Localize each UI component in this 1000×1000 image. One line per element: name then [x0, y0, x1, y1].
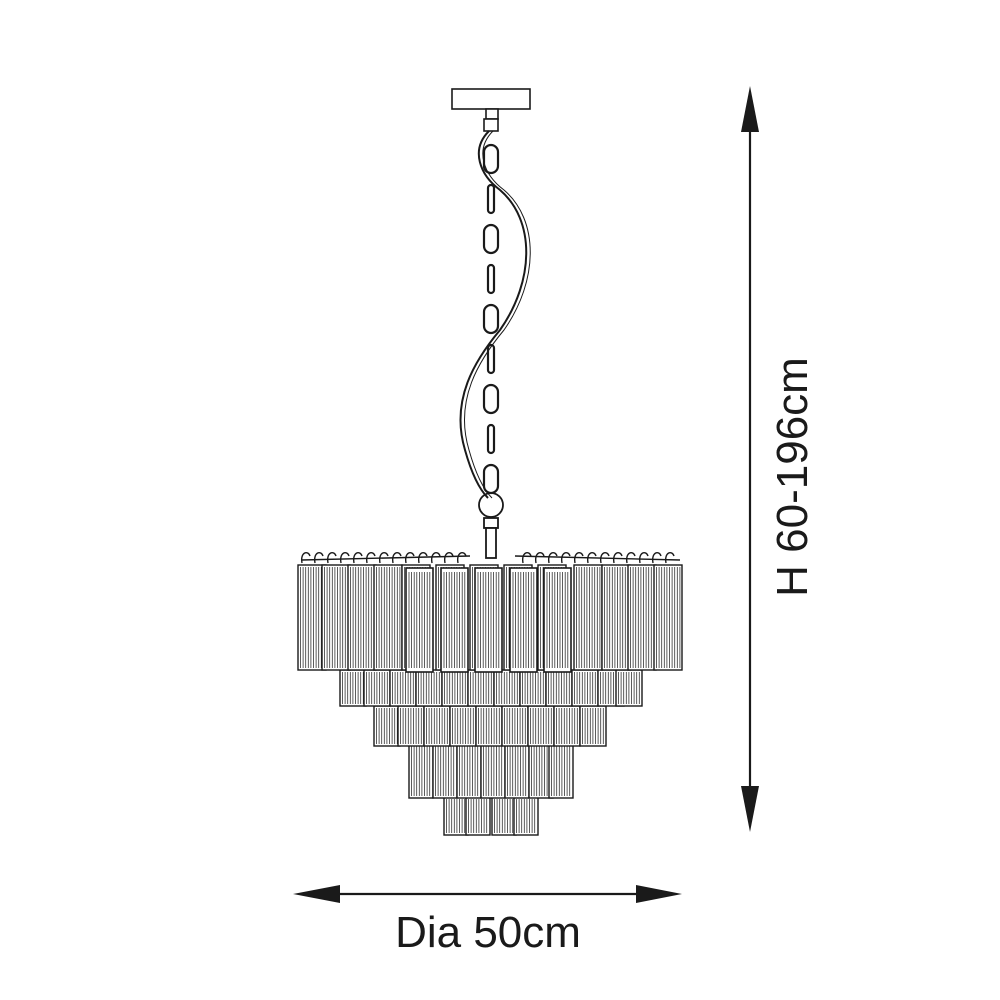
crystal-rod — [519, 669, 547, 707]
crystal-rod — [504, 741, 530, 799]
crystal-rod-front — [509, 567, 538, 673]
chain-link — [482, 463, 500, 495]
diameter-label: Dia 50cm — [395, 908, 581, 957]
crystal-rod — [397, 705, 425, 747]
crystal-rod — [653, 564, 683, 671]
hook — [313, 551, 324, 564]
crystal-rod-front — [440, 567, 469, 673]
chain-link — [482, 303, 500, 335]
crystal-rod — [389, 669, 417, 707]
chain-link — [486, 183, 496, 215]
height-dimension-arrow — [741, 86, 759, 832]
hook — [300, 551, 311, 564]
crystal-rod — [465, 796, 491, 836]
crystal-rod — [493, 669, 521, 707]
crystal-rod — [501, 705, 529, 747]
crystal-rod — [579, 705, 607, 747]
hook — [365, 551, 376, 564]
hook — [664, 551, 675, 564]
hook — [612, 551, 623, 564]
crystal-rod-front — [405, 567, 434, 673]
hook — [651, 551, 662, 564]
crystal-rod — [449, 705, 477, 747]
crystal-rod — [415, 669, 443, 707]
crystal-rod — [373, 564, 403, 671]
hook — [573, 551, 584, 564]
crystal-rod-front — [543, 567, 572, 673]
arrow-down-icon — [741, 786, 759, 832]
crystal-rod — [527, 705, 555, 747]
crystal-rod — [443, 796, 469, 836]
crystal-hooks — [300, 551, 681, 564]
crystal-rod — [456, 741, 482, 799]
hook — [391, 551, 402, 564]
crystal-rod — [373, 705, 401, 747]
height-label: H 60-196cm — [768, 357, 817, 597]
crystal-rod — [480, 741, 506, 799]
chain-link — [486, 263, 496, 295]
crystal-rod-front — [474, 567, 503, 673]
crystal-rod — [423, 705, 451, 747]
rim-right — [514, 555, 681, 561]
chain-link — [486, 423, 496, 455]
arrow-right-icon — [636, 885, 682, 903]
hook — [547, 551, 558, 564]
crystal-rod — [432, 741, 458, 799]
connector-ring — [478, 492, 504, 559]
crystal-rod — [545, 669, 573, 707]
hook — [586, 551, 597, 564]
suspension-chain — [482, 143, 500, 495]
hook — [599, 551, 610, 564]
chain-link — [482, 223, 500, 255]
crystal-rod — [339, 669, 367, 707]
width-dimension-arrow — [293, 885, 682, 903]
crystal-rod — [347, 564, 377, 671]
crystal-rod — [571, 669, 599, 707]
hook — [456, 551, 467, 564]
crystal-rod — [513, 796, 539, 836]
crystal-rod — [441, 669, 469, 707]
chain-link — [486, 343, 496, 375]
arrow-left-icon — [293, 885, 340, 903]
hook — [521, 551, 532, 564]
power-cable — [459, 130, 528, 499]
hook — [417, 551, 428, 564]
chain-link — [482, 143, 500, 175]
crystal-rod — [321, 564, 351, 671]
hook — [326, 551, 337, 564]
hook — [625, 551, 636, 564]
crystal-rod — [615, 669, 643, 707]
hook — [430, 551, 441, 564]
hook — [404, 551, 415, 564]
arrow-up-icon — [741, 86, 759, 132]
crystal-rod — [601, 564, 631, 671]
crystal-rod — [627, 564, 657, 671]
chain-link — [482, 383, 500, 415]
ceiling-canopy — [451, 88, 531, 132]
crystal-tiers — [297, 564, 683, 836]
hook — [352, 551, 363, 564]
hook — [339, 551, 350, 564]
hook — [638, 551, 649, 564]
crystal-rod — [573, 564, 603, 671]
crystal-rod — [491, 796, 517, 836]
power-cable-inner — [464, 130, 531, 499]
crystal-rod — [553, 705, 581, 747]
hook — [560, 551, 571, 564]
crystal-rod — [475, 705, 503, 747]
crystal-rod — [467, 669, 495, 707]
hook — [443, 551, 454, 564]
crystal-rod — [408, 741, 434, 799]
hook — [378, 551, 389, 564]
rim-left — [301, 555, 471, 561]
crystal-rod — [548, 741, 574, 799]
hook — [534, 551, 545, 564]
crystal-rod — [363, 669, 391, 707]
